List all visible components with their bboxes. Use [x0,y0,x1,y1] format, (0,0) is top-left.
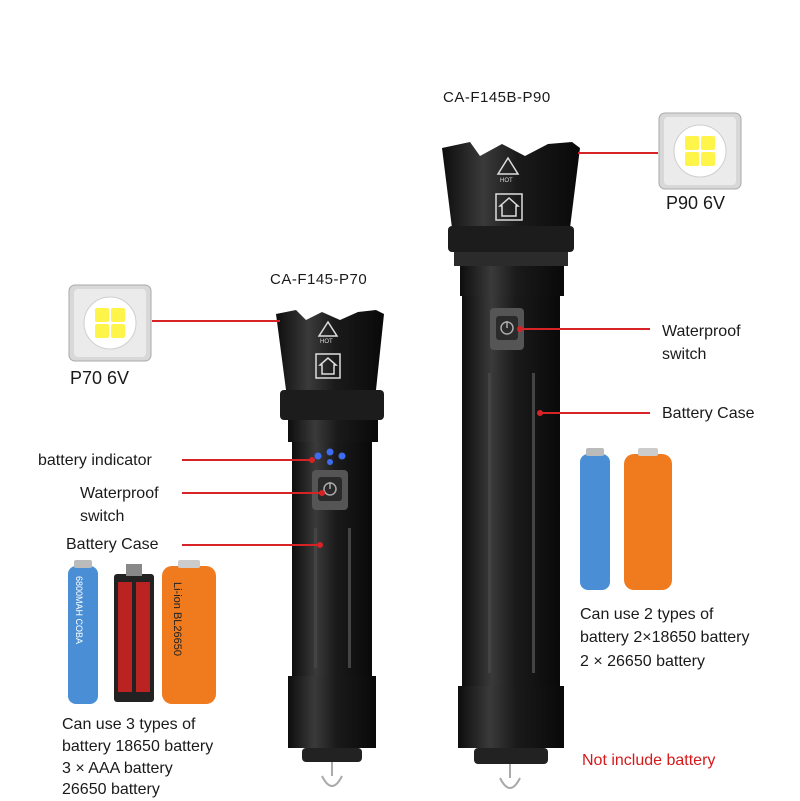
callout-line-small-case [182,544,320,546]
large-flashlight: HOT [442,142,580,789]
led-chip-icon [68,284,152,362]
home-mode-icon [315,353,341,379]
callout-dot [309,457,315,463]
hot-warning-icon: HOT [317,320,339,345]
callout-line-large-case [540,412,650,414]
battery-indicator-label: battery indicator [38,452,152,469]
small-blue-cell-print: 6800MAH COBA [74,576,84,644]
callout-dot [317,542,323,548]
callout-dot [537,410,543,416]
callout-line-battery-indicator [182,459,312,461]
callout-dot [319,490,325,496]
large-model-title: CA-F145B-P90 [443,89,551,106]
small-switch-label-1: Waterproof [80,485,159,502]
home-mode-icon [495,193,523,221]
svg-text:HOT: HOT [320,339,333,345]
large-battery-note-3: 2 × 26650 battery [580,653,705,670]
large-battery-note-1: Can use 2 types of [580,606,714,623]
callout-line-p90 [578,152,658,154]
small-battery-case-label: Battery Case [66,536,159,553]
svg-text:HOT: HOT [500,178,513,184]
callout-dot [517,326,523,332]
callout-line-large-switch [520,328,650,330]
large-battery-note-2: battery 2×18650 battery [580,629,750,646]
large-model-batteries [580,448,672,590]
small-led-label: P70 6V [70,368,130,388]
callout-line-p70 [152,320,280,322]
large-battery-case-label: Battery Case [662,405,755,422]
small-model-batteries: 6800MAH COBA Li-ion BL26650 [68,560,216,704]
small-flashlight: HOT [276,310,384,787]
large-led-label: P90 6V [666,193,726,213]
large-switch-label-1: Waterproof [662,323,741,340]
small-battery-note-2: battery 18650 battery [62,738,214,755]
led-chip-icon [658,112,742,190]
small-model-title: CA-F145-P70 [270,271,368,288]
power-button-icon [490,308,524,350]
small-battery-note-3: 3 × AAA battery [62,760,173,777]
callout-line-small-switch [182,492,322,494]
hot-warning-icon: HOT [496,156,520,184]
small-switch-label-2: switch [80,508,125,525]
small-battery-note-4: 26650 battery [62,781,160,798]
not-include-battery-note: Not include battery [582,752,716,769]
battery-indicator-lights [314,448,346,465]
large-switch-label-2: switch [662,346,707,363]
power-button-icon [312,470,348,510]
small-battery-note-1: Can use 3 types of [62,716,196,733]
small-orange-cell-print: Li-ion BL26650 [171,582,183,656]
